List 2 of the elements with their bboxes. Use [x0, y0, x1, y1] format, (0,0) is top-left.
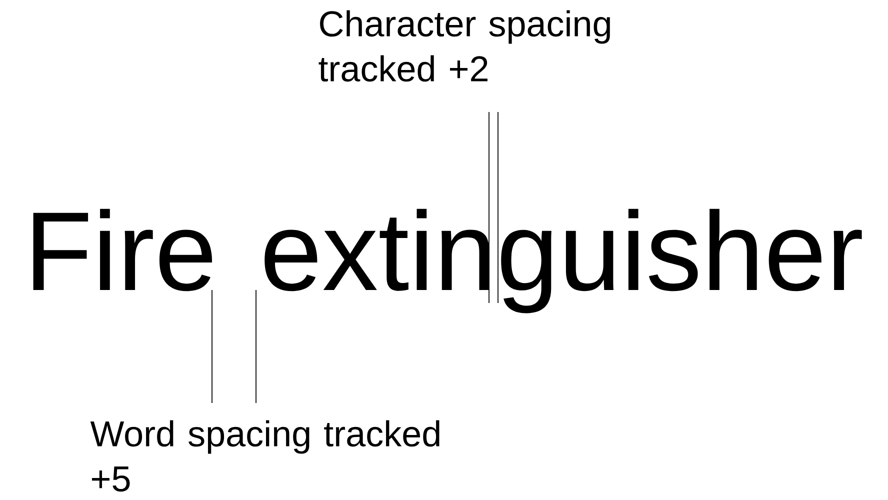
annotation-text: Word spacing tracked +5 — [90, 420, 440, 492]
annotation-text: Character spacing tracked +2 — [318, 10, 610, 82]
